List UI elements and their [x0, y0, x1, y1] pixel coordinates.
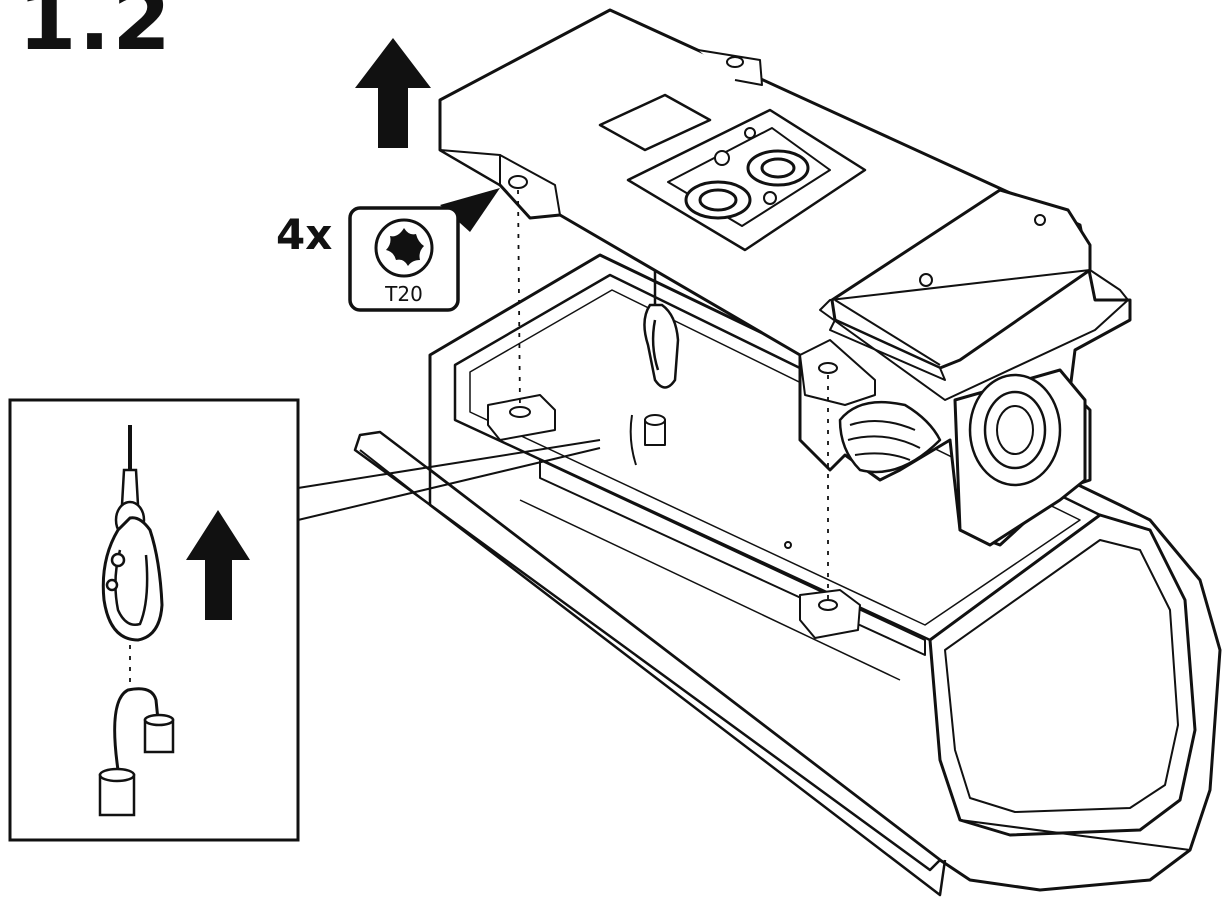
step-number: 1.2 — [18, 0, 173, 69]
inset-lift-arrow-icon — [186, 510, 250, 620]
torx-tool-badge — [348, 188, 500, 312]
lower-housing — [353, 253, 1222, 897]
torx-bit-icon — [386, 228, 424, 266]
detail-inset — [8, 398, 300, 842]
detail-callout-lines — [297, 439, 601, 521]
torx-bit-label: T20 — [385, 282, 423, 306]
upper-cover — [438, 8, 1132, 547]
safety-wire-carabiner — [643, 270, 680, 389]
lift-up-arrow-icon — [355, 38, 431, 148]
alignment-lines — [517, 189, 829, 603]
screw-quantity-label: 4x — [276, 210, 333, 259]
